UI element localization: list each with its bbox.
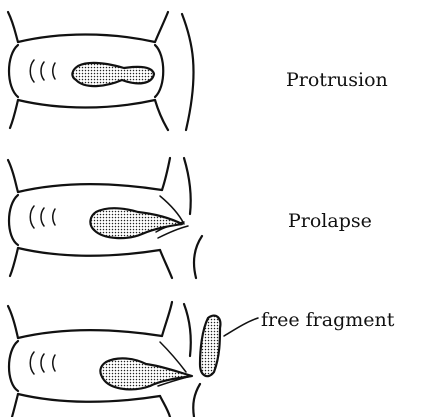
free-fragment-panel: free fragment [8, 302, 395, 417]
free-fragment-label: free fragment [261, 309, 395, 331]
prolapse-label: Prolapse [288, 210, 372, 232]
free-fragment-pointer [224, 318, 258, 336]
protrusion-panel: Protrusion [8, 12, 388, 130]
protrusion-label: Protrusion [286, 69, 388, 91]
prolapse-panel: Prolapse [8, 158, 372, 278]
protrusion-nucleus [72, 63, 154, 86]
free-fragment-disc-outline [8, 302, 200, 417]
free-fragment-piece [200, 316, 220, 377]
